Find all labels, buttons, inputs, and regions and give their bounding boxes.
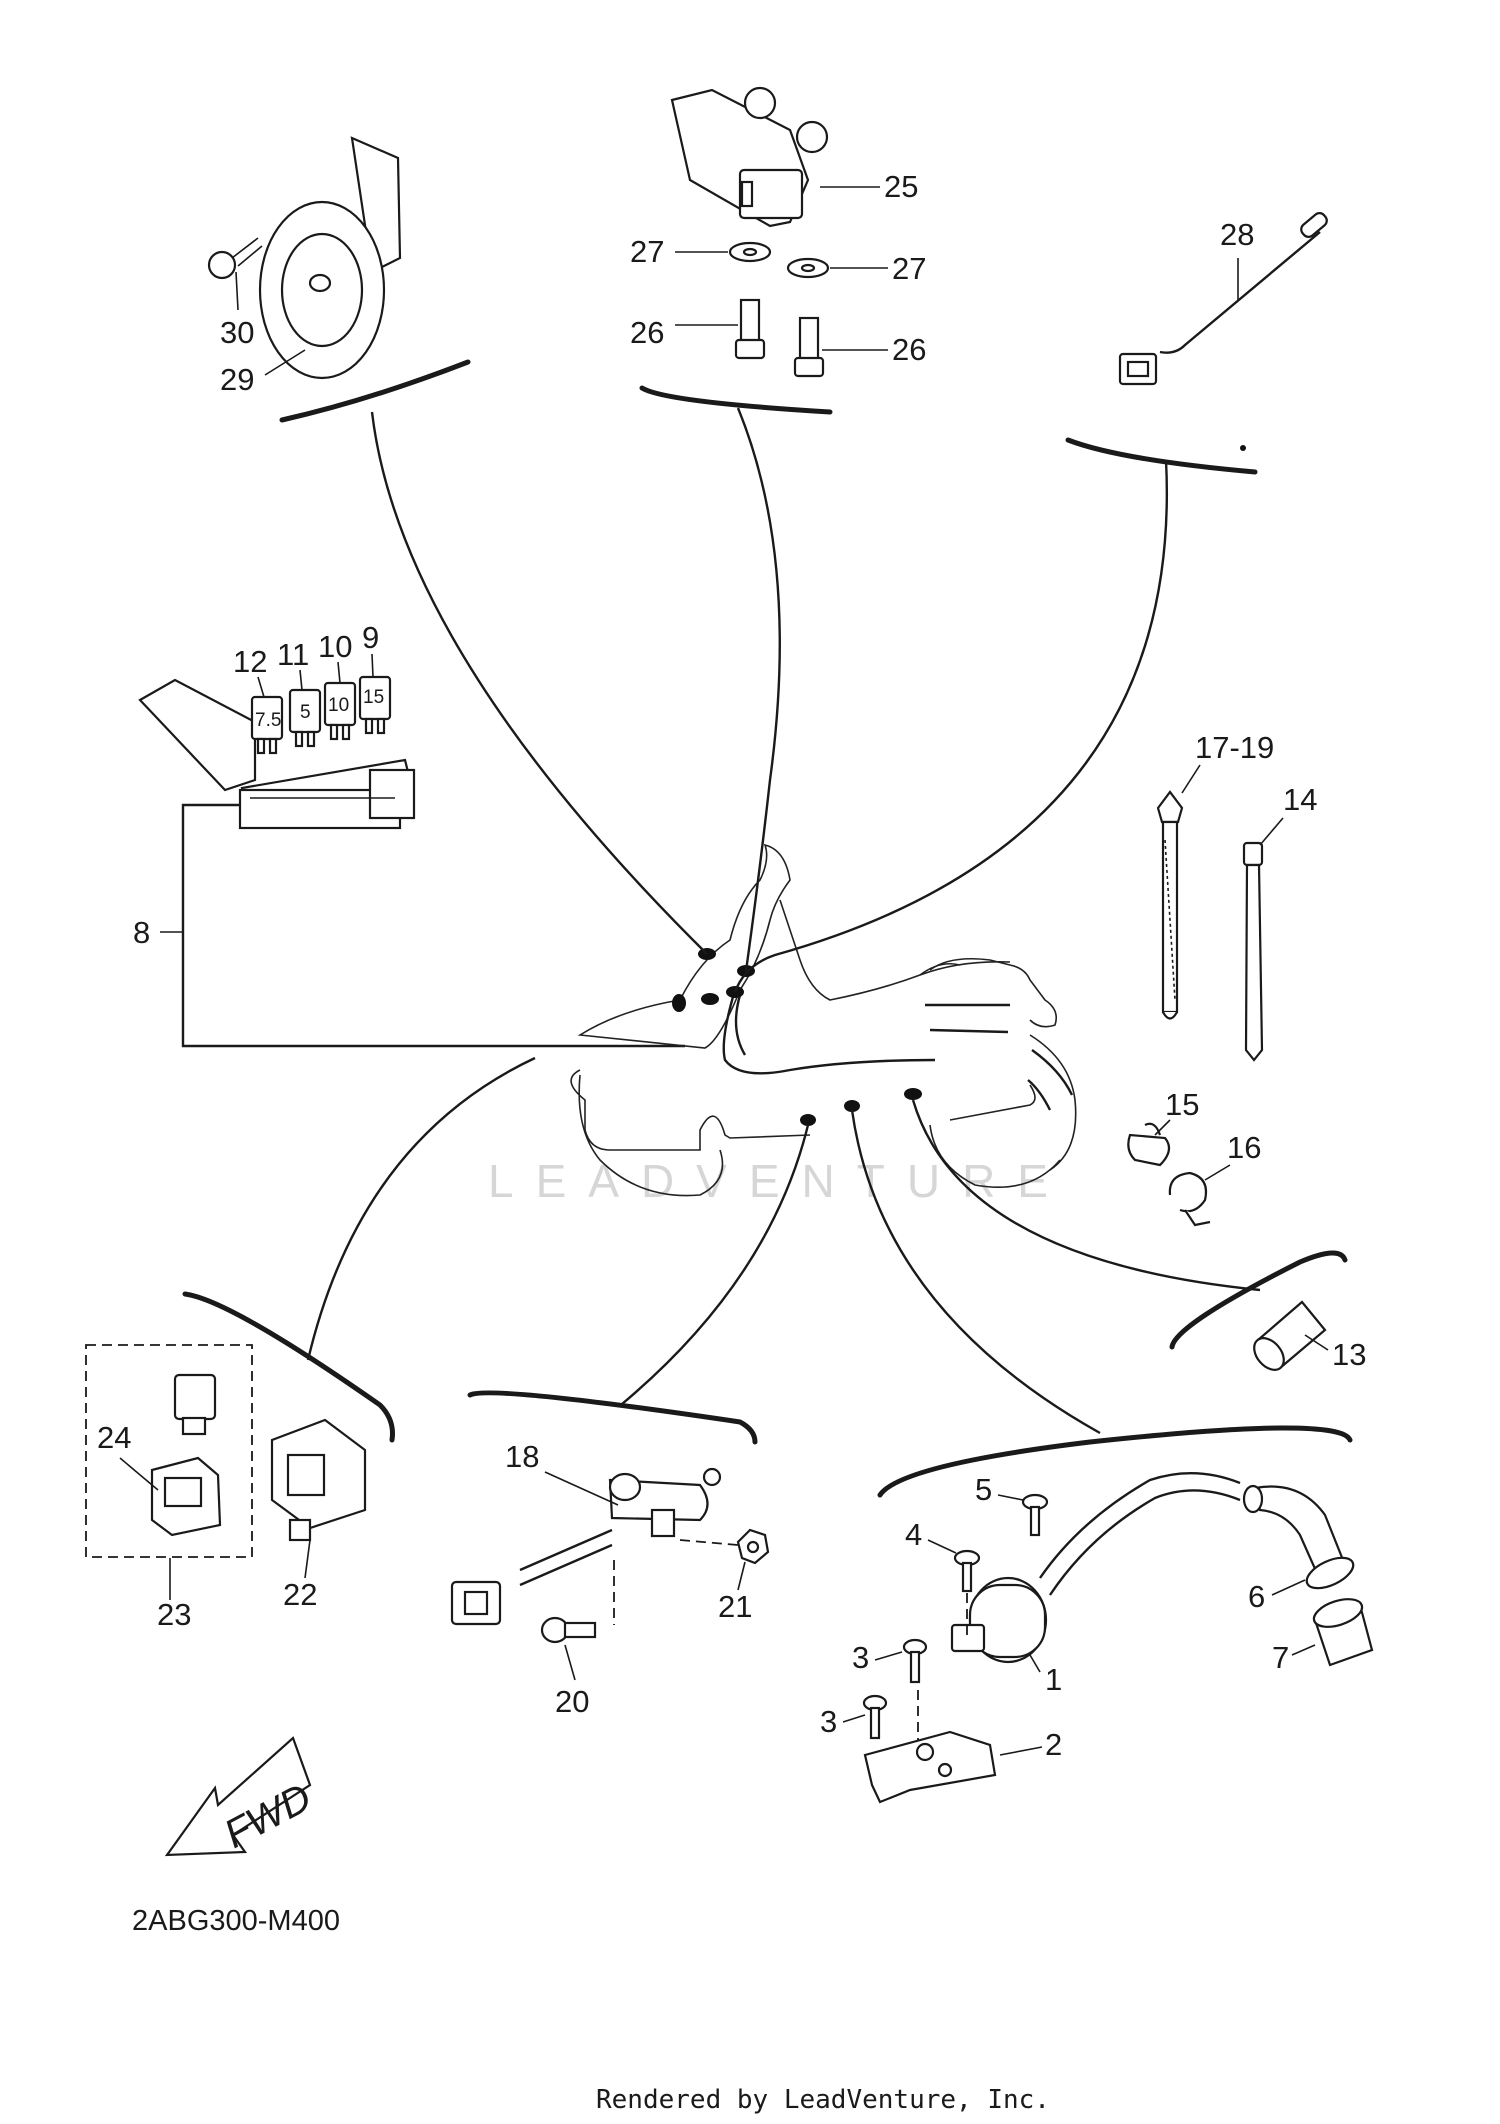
fuse-rating-15: 15 xyxy=(363,687,384,708)
ignition-bracket xyxy=(877,1425,1353,1498)
fuse-rating-10: 10 xyxy=(328,695,349,716)
callout-26-right: 26 xyxy=(892,332,926,367)
motorcycle-outline xyxy=(570,843,1077,1197)
forward-direction-arrow: FWD xyxy=(164,1736,318,1857)
connection-dot xyxy=(844,1100,860,1112)
bolt-left[interactable] xyxy=(734,298,766,360)
callout-4: 4 xyxy=(905,1517,922,1552)
rendered-by-footer: Rendered by LeadVenture, Inc. xyxy=(596,2085,1050,2115)
fuse-7-5[interactable]: 7.5 xyxy=(250,695,284,755)
washer-left[interactable] xyxy=(728,241,772,263)
callout-17-19: 17-19 xyxy=(1195,730,1274,765)
fuse-10[interactable]: 10 xyxy=(323,681,357,741)
ignition-coil[interactable] xyxy=(950,1576,1048,1664)
relay-holder[interactable] xyxy=(150,1456,222,1537)
callout-20: 20 xyxy=(555,1684,589,1719)
callout-5: 5 xyxy=(975,1472,992,1507)
callout-15: 15 xyxy=(1165,1087,1199,1122)
horn-bracket xyxy=(279,359,471,423)
cable-tie-short[interactable] xyxy=(1242,841,1264,1062)
bolt-right[interactable] xyxy=(793,316,825,378)
leader-horn xyxy=(370,411,708,955)
sensor-bracket xyxy=(639,385,833,415)
fuse-15[interactable]: 15 xyxy=(358,675,392,735)
callout-25: 25 xyxy=(884,169,918,204)
ground-screw[interactable] xyxy=(953,1549,981,1593)
switch-harness[interactable] xyxy=(450,1528,613,1626)
fuse-rating-7-5: 7.5 xyxy=(255,710,281,731)
callout-1: 1 xyxy=(1045,1662,1062,1697)
clamp-15[interactable] xyxy=(1127,1122,1171,1167)
callout-3-upper: 3 xyxy=(852,1640,869,1675)
callout-23: 23 xyxy=(157,1597,191,1632)
leader-relay xyxy=(306,1056,536,1361)
callout-11: 11 xyxy=(277,637,309,672)
callout-12: 12 xyxy=(233,644,267,679)
callout-7: 7 xyxy=(1272,1640,1289,1675)
flasher-relay[interactable] xyxy=(270,1418,367,1542)
callout-3-lower: 3 xyxy=(820,1704,837,1739)
callout-30: 30 xyxy=(220,315,254,350)
leader-sensor xyxy=(736,407,781,972)
cable-tie-long[interactable] xyxy=(1156,790,1184,1020)
plug-cap-cover[interactable] xyxy=(1311,1594,1374,1667)
coil-screw-lower[interactable] xyxy=(862,1694,888,1740)
callout-8: 8 xyxy=(133,915,150,950)
switch-nut[interactable] xyxy=(736,1528,770,1565)
leader-tube xyxy=(911,1099,1261,1292)
switch-bracket xyxy=(467,1390,758,1445)
washer-right[interactable] xyxy=(786,257,830,279)
connection-dot xyxy=(672,994,686,1012)
callout-9: 9 xyxy=(362,620,379,655)
callout-21: 21 xyxy=(718,1589,752,1624)
lead-wire[interactable] xyxy=(1118,211,1329,386)
callout-18: 18 xyxy=(505,1439,539,1474)
sidestand-switch[interactable] xyxy=(608,1467,722,1538)
callout-14: 14 xyxy=(1283,782,1317,817)
lean-angle-sensor[interactable] xyxy=(670,86,829,228)
relay-bracket xyxy=(182,1291,395,1443)
callout-22: 22 xyxy=(283,1577,317,1612)
coil-bracket[interactable] xyxy=(863,1730,997,1804)
callout-2: 2 xyxy=(1045,1727,1062,1762)
watermark: LEADVENTURE xyxy=(488,1155,1070,1207)
diagram-code: 2ABG300-M400 xyxy=(132,1905,340,1937)
callout-10: 10 xyxy=(318,629,352,664)
horn-screw[interactable] xyxy=(207,237,263,280)
fuse-5[interactable]: 5 xyxy=(288,688,322,748)
clamp-16[interactable] xyxy=(1168,1171,1211,1227)
callout-26-left: 26 xyxy=(630,315,664,350)
lead-wire-bracket xyxy=(1065,437,1258,475)
tube[interactable] xyxy=(1248,1300,1327,1376)
relay-small[interactable] xyxy=(173,1373,217,1436)
connection-dot xyxy=(701,993,719,1005)
coil-screw-upper[interactable] xyxy=(902,1638,928,1684)
callout-27-left: 27 xyxy=(630,234,664,269)
coil-screw-top[interactable] xyxy=(1021,1493,1049,1537)
horn[interactable] xyxy=(258,136,402,380)
callout-27-right: 27 xyxy=(892,251,926,286)
tube-bracket xyxy=(1169,1250,1348,1350)
connection-dot xyxy=(904,1088,922,1100)
leader-ignition xyxy=(850,1109,1101,1435)
connection-dot xyxy=(800,1114,816,1126)
switch-bolt[interactable] xyxy=(540,1616,597,1644)
relay-kit-box xyxy=(85,1344,253,1558)
callout-16: 16 xyxy=(1227,1130,1261,1165)
callout-29: 29 xyxy=(220,362,254,397)
callout-28: 28 xyxy=(1220,217,1254,252)
leader-lead-wire xyxy=(733,459,1169,993)
high-tension-cord[interactable] xyxy=(1039,1472,1241,1596)
spark-plug-cap[interactable] xyxy=(1242,1484,1358,1594)
leader-sidestand xyxy=(621,1124,810,1405)
fuse-rating-5: 5 xyxy=(300,702,311,723)
callout-13: 13 xyxy=(1332,1337,1366,1372)
fuse-box[interactable] xyxy=(138,678,416,830)
callout-24: 24 xyxy=(97,1420,131,1455)
callout-6: 6 xyxy=(1248,1579,1265,1614)
